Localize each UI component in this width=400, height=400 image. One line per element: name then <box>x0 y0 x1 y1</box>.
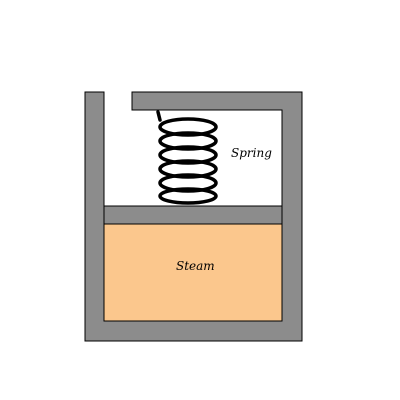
cylinder-wall <box>84 91 303 342</box>
steam-label: Steam <box>176 259 215 273</box>
spring-icon <box>156 110 218 205</box>
spring-label: Spring <box>231 146 272 160</box>
piston <box>103 205 283 225</box>
steam-region <box>103 223 283 322</box>
